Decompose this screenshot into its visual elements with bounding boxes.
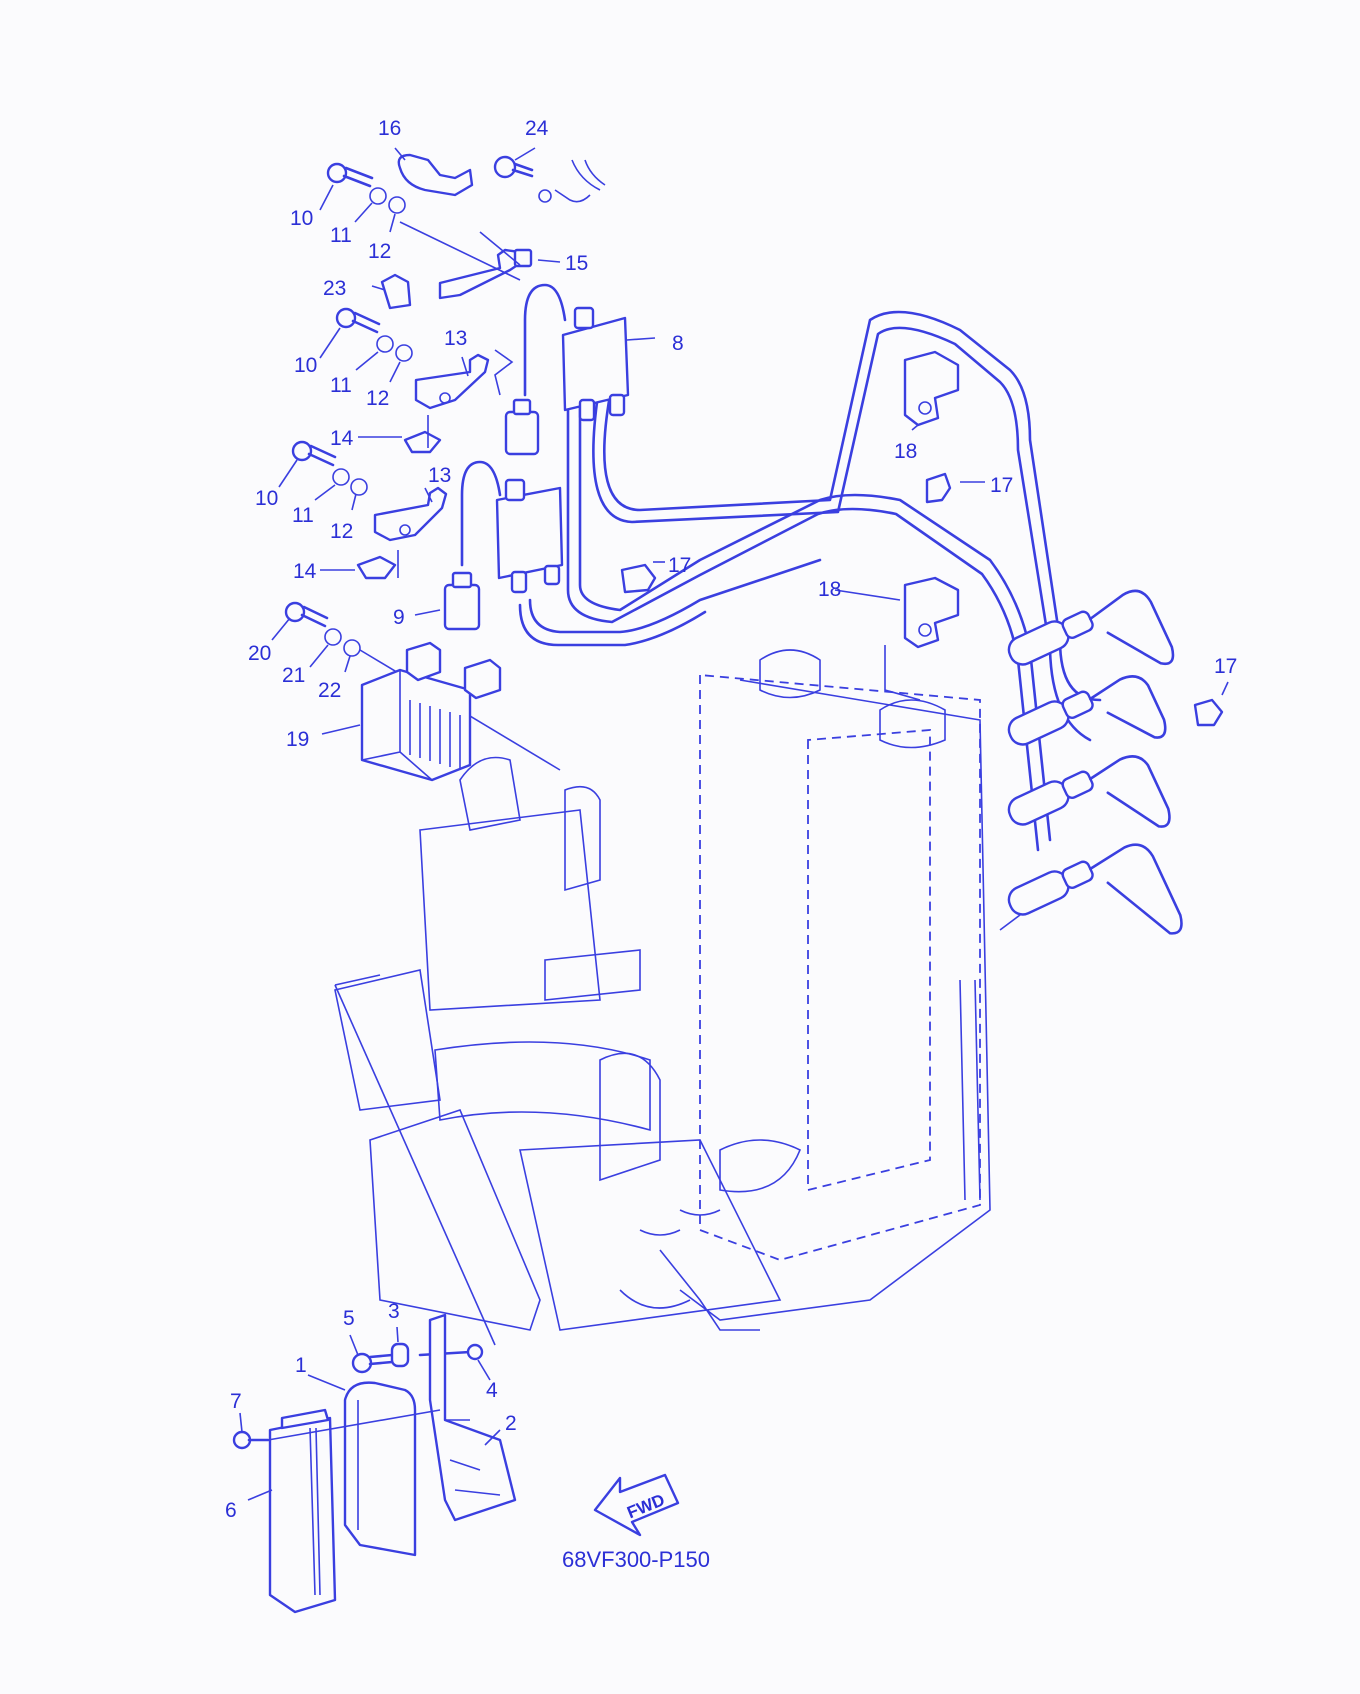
callout-10: 10 [255, 487, 278, 510]
ignition-coil-8 [504, 283, 630, 456]
callout-19: 19 [286, 728, 309, 751]
lower-ecu-assembly [232, 974, 680, 1614]
callout-labels: 16 24 10 11 12 15 23 13 8 10 11 12 14 18… [225, 117, 1237, 1522]
callout-3: 3 [388, 1300, 400, 1323]
callout-18: 18 [894, 440, 917, 463]
callout-2: 2 [505, 1412, 517, 1435]
callout-11: 11 [330, 374, 352, 397]
top-fasteners [284, 153, 1224, 782]
callout-22: 22 [318, 679, 341, 702]
callout-8: 8 [672, 332, 684, 355]
callout-20: 20 [248, 642, 271, 665]
leader-lines [239, 147, 1229, 1501]
ignition-coil-9 [443, 460, 564, 631]
callout-23: 23 [323, 277, 346, 300]
callout-14: 14 [293, 560, 317, 583]
callout-11: 11 [330, 224, 352, 247]
callout-11: 11 [292, 504, 314, 527]
ignition-cables [518, 310, 1102, 852]
callout-12: 12 [368, 240, 391, 263]
engine-block [334, 649, 991, 1331]
callout-13: 13 [428, 464, 451, 487]
callout-6: 6 [225, 1499, 237, 1522]
callout-21: 21 [282, 664, 305, 687]
callout-24: 24 [525, 117, 549, 140]
callout-18: 18 [818, 578, 841, 601]
callout-1: 1 [295, 1354, 307, 1377]
callout-16: 16 [378, 117, 401, 140]
callout-7: 7 [230, 1390, 242, 1413]
callout-4: 4 [486, 1379, 498, 1402]
callout-13: 13 [444, 327, 467, 350]
callout-5: 5 [343, 1307, 355, 1330]
callout-12: 12 [366, 387, 389, 410]
spark-plug-caps [999, 589, 1183, 935]
callout-12: 12 [330, 520, 353, 543]
callout-10: 10 [294, 354, 317, 377]
callout-10: 10 [290, 207, 313, 230]
callout-17: 17 [1214, 655, 1237, 678]
callout-17: 17 [990, 474, 1013, 497]
diagram-code: 68VF300-P150 [562, 1547, 710, 1572]
callout-9: 9 [393, 606, 405, 629]
callout-14: 14 [330, 427, 354, 450]
callout-17: 17 [668, 554, 691, 577]
callout-15: 15 [565, 252, 588, 275]
